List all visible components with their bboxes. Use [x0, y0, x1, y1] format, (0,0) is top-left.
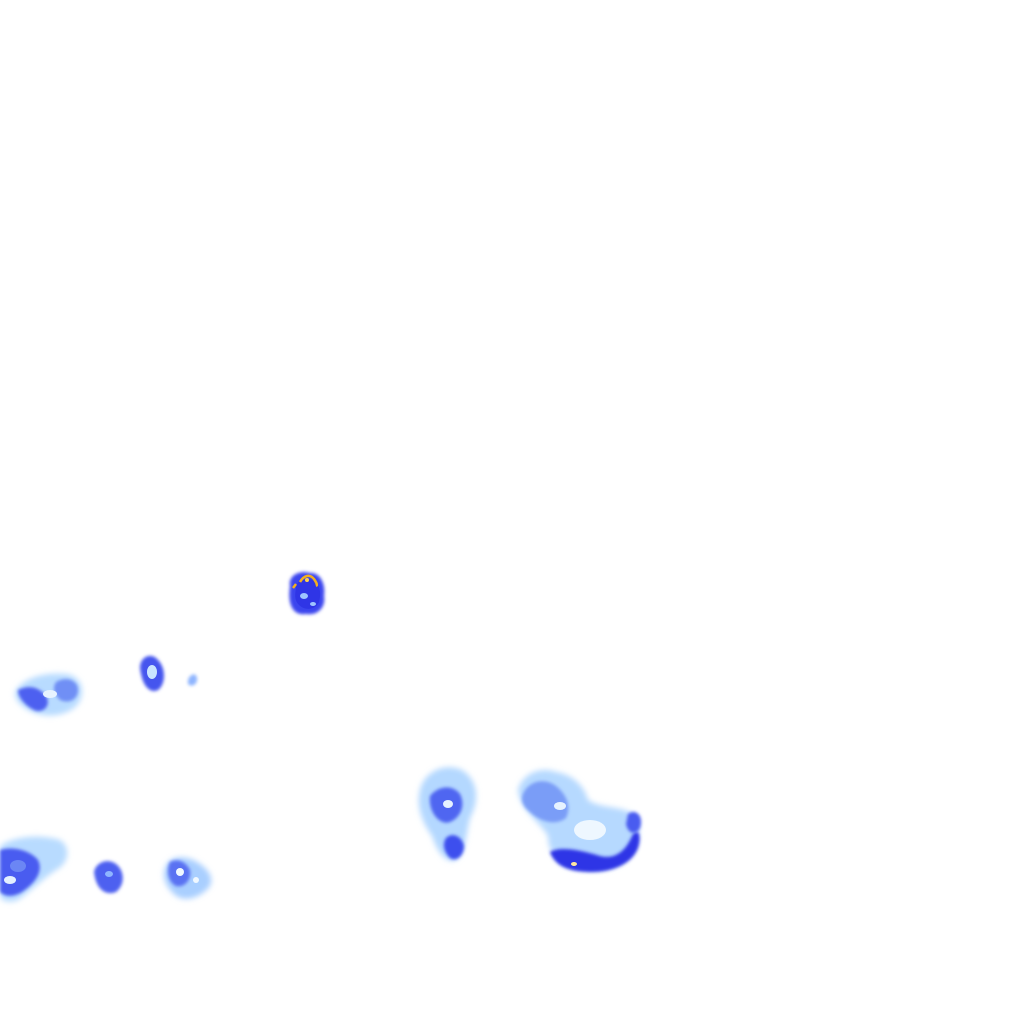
radar-cell-southeast-large: [518, 770, 642, 872]
radar-cell-ring: [140, 655, 164, 692]
radar-core-highlight: [571, 862, 577, 866]
radar-cell-southwest-edge: [0, 836, 68, 902]
radar-cell-convective-core: [289, 572, 325, 615]
radar-cell-south-small: [94, 861, 123, 894]
radar-cell-west: [15, 673, 82, 716]
radar-cell-fleck: [188, 674, 198, 686]
radar-core-highlight: [292, 574, 319, 589]
radar-cell-central-south: [418, 767, 477, 861]
radar-cell-south-cluster: [164, 857, 212, 899]
